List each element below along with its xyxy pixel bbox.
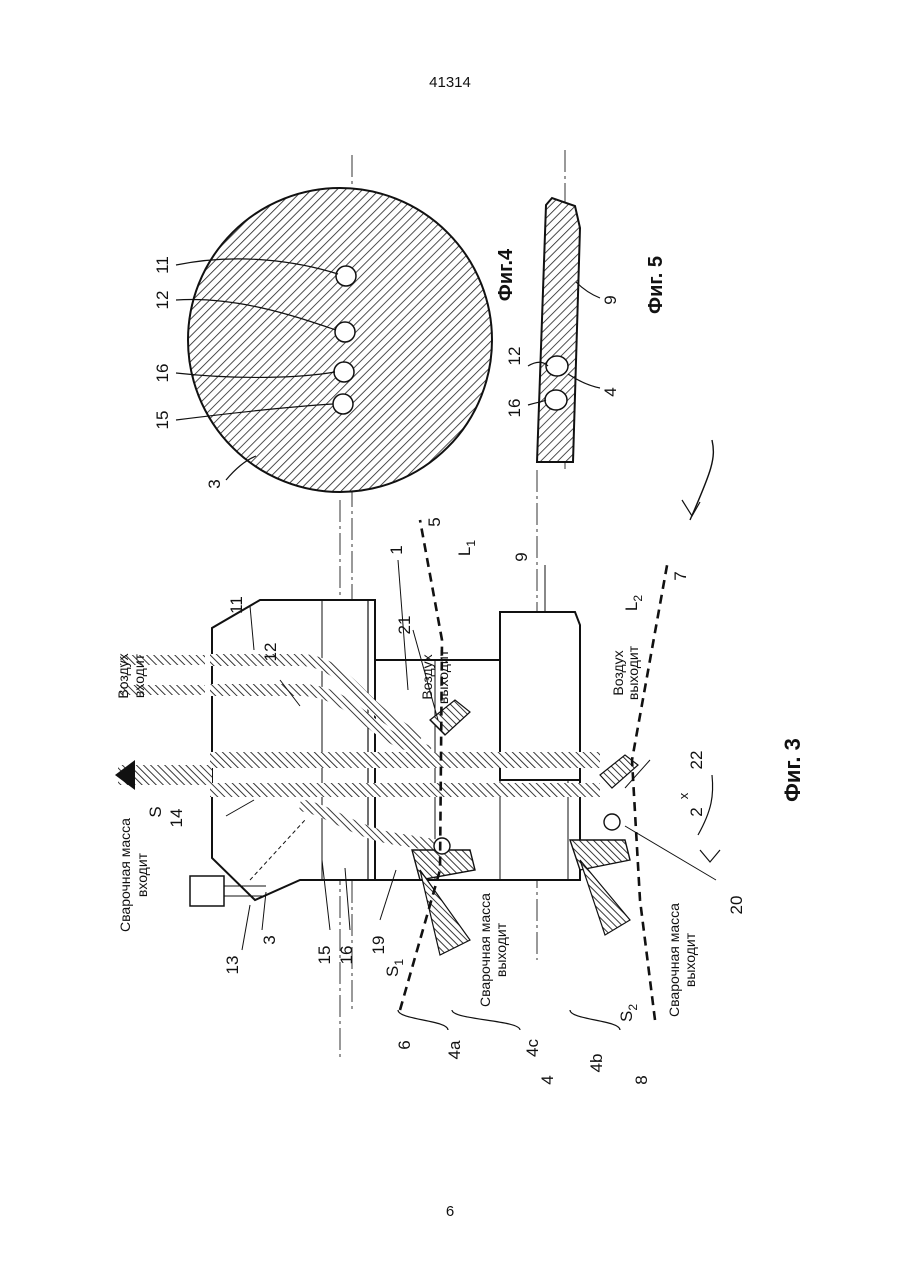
- fig4-ref-12: 12: [153, 291, 172, 310]
- ref-5: 5: [425, 517, 444, 526]
- ref-1: 1: [387, 545, 406, 554]
- fig4-ref-11: 11: [153, 256, 172, 274]
- fig4-ref-16: 16: [153, 364, 172, 383]
- ref-15: 15: [315, 946, 334, 965]
- label-air-out1-2: выходит: [435, 649, 451, 704]
- fig5-drawing: [528, 150, 600, 470]
- ref-L1: L1: [455, 540, 478, 556]
- fig5-caption: Фиг. 5: [645, 256, 667, 314]
- ref-12: 12: [261, 643, 280, 662]
- fig4-ref-15: 15: [153, 411, 172, 430]
- ref-4b: 4b: [587, 1054, 606, 1073]
- label-weld-out1-1: Сварочная масса: [477, 893, 493, 1007]
- bolt-13: [190, 876, 224, 906]
- fig5-bore-16: [545, 390, 567, 410]
- label-weld-out2-2: выходит: [682, 932, 698, 987]
- ref-S1: S1: [383, 959, 406, 977]
- label-weld-out2-1: Сварочная масса: [666, 903, 682, 1017]
- fig3-caption: Фиг. 3: [780, 738, 805, 802]
- fig3-drawing: [115, 440, 720, 1060]
- ref-x: x: [676, 792, 691, 799]
- ref-2: 2: [687, 807, 706, 816]
- ref-4c: 4c: [523, 1039, 542, 1057]
- ref-14: 14: [167, 809, 186, 828]
- label-air-out1-1: Воздух: [419, 654, 435, 699]
- ref-19: 19: [369, 936, 388, 955]
- fig4-bore-11: [336, 266, 356, 286]
- label-air-out2-1: Воздух: [610, 650, 626, 695]
- fig5-ref-16: 16: [505, 399, 524, 418]
- fig4-bore-12: [335, 322, 355, 342]
- ref-4a: 4a: [445, 1040, 464, 1059]
- fig5-ref-9: 9: [601, 295, 620, 304]
- fig5-blade: [537, 198, 580, 462]
- label-weld-in-1: Сварочная масса: [117, 818, 133, 932]
- fig5-ref-4: 4: [601, 387, 620, 396]
- ref-13: 13: [223, 956, 242, 975]
- ref-4: 4: [538, 1075, 557, 1084]
- fig4-ref-3: 3: [205, 479, 224, 488]
- ref-S: S: [146, 806, 165, 817]
- ref-L2: L2: [622, 595, 645, 611]
- ref-7: 7: [671, 571, 690, 580]
- fig5-bore-12: [546, 356, 568, 376]
- ref-9: 9: [512, 552, 531, 561]
- ref-22: 22: [687, 751, 706, 770]
- ref-8: 8: [632, 1075, 651, 1084]
- label-air-out2-2: выходит: [625, 645, 641, 700]
- ref-21: 21: [395, 616, 414, 635]
- label-weld-in-2: входит: [134, 852, 150, 897]
- label-air-in-1: Воздух: [115, 653, 131, 698]
- ref-S2: S2: [617, 1004, 640, 1022]
- label-air-in-2: входит: [131, 653, 147, 698]
- ref-20: 20: [727, 896, 746, 915]
- page-number: 6: [390, 1203, 510, 1220]
- ref-11: 11: [227, 596, 246, 614]
- ref-16: 16: [337, 946, 356, 965]
- fig5-ref-12: 12: [505, 347, 524, 366]
- fig4-bore-16: [334, 362, 354, 382]
- fig4-bore-15: [333, 394, 353, 414]
- nozzle-body-3: [212, 600, 375, 900]
- ref-3: 3: [260, 935, 279, 944]
- ref-6: 6: [395, 1040, 414, 1049]
- fig4-caption: Фиг.4: [495, 248, 517, 301]
- label-weld-out1-2: выходит: [493, 922, 509, 977]
